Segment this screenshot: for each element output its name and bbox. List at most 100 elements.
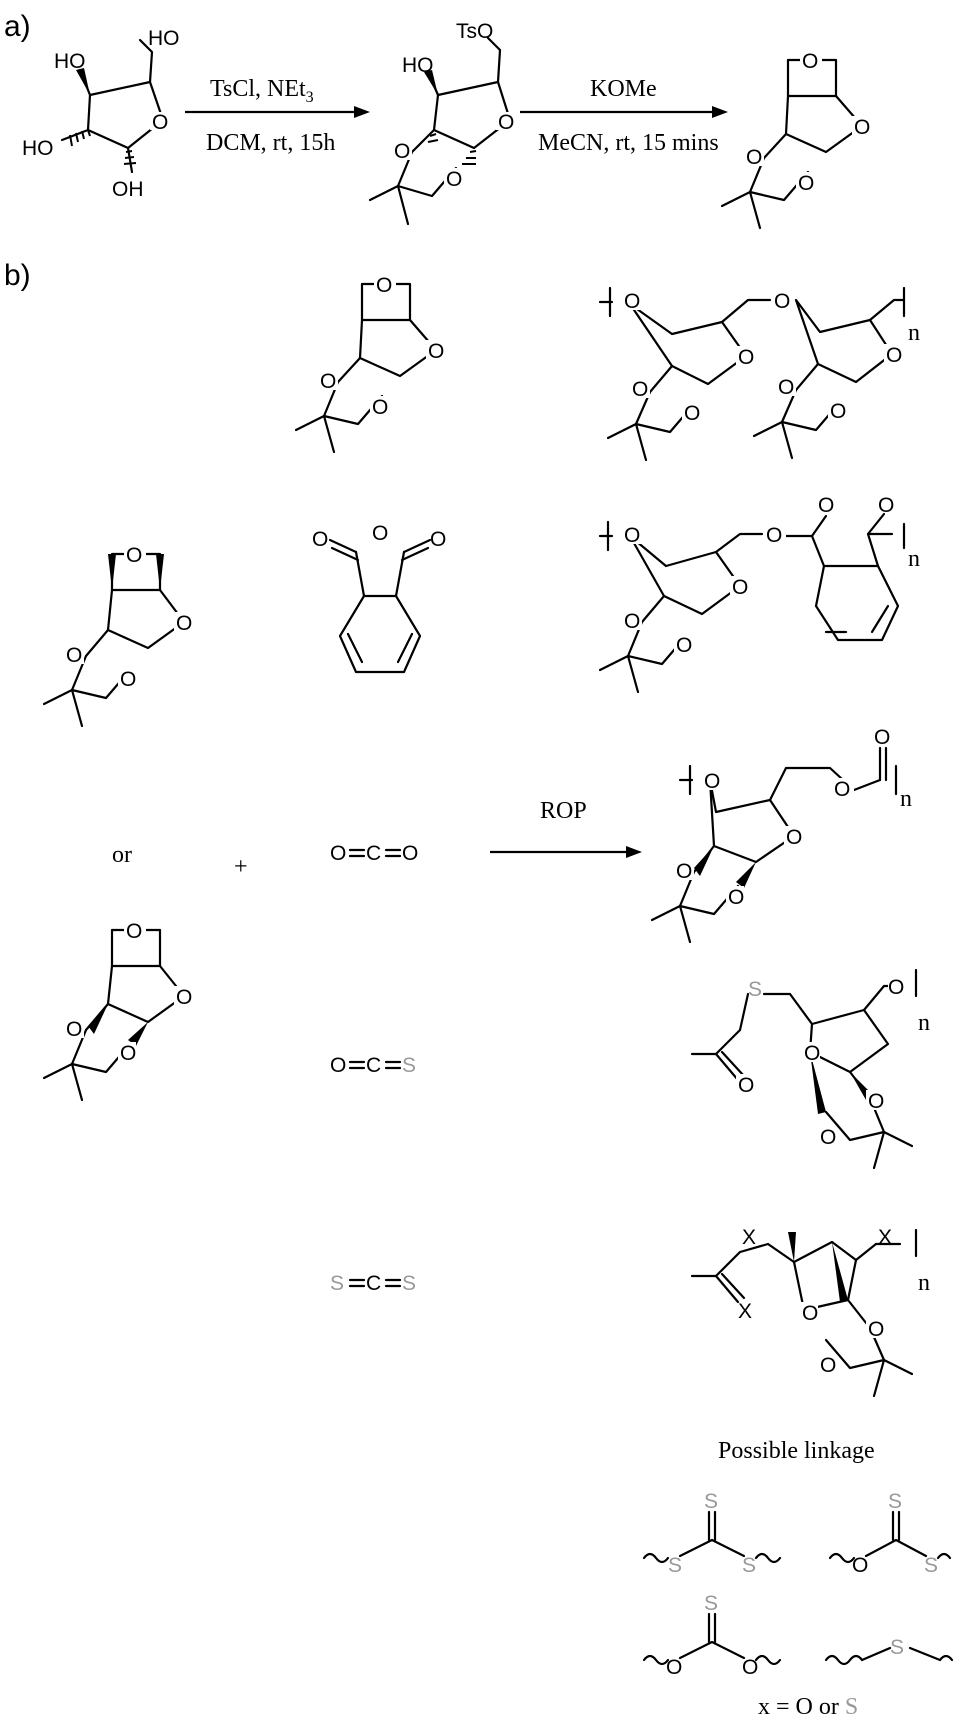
atom-o: O <box>126 544 142 567</box>
monomer-oxetane-top: O O O O <box>294 274 444 454</box>
atom-o: O <box>376 274 392 297</box>
atom-o: O <box>666 1656 682 1679</box>
atom-o: O <box>728 886 744 909</box>
atom-c: C <box>366 1054 381 1077</box>
atom-x: X <box>742 1226 756 1249</box>
repeat-n: n <box>900 786 912 812</box>
atom-s: S <box>704 1592 718 1615</box>
atom-o: O <box>624 290 640 313</box>
atom-o: O <box>126 920 142 943</box>
atom-o: O <box>676 634 692 657</box>
atom-c: C <box>366 842 381 865</box>
atom-o: O <box>430 528 446 551</box>
monomer-oxetane-left-2: O O O O <box>42 920 192 1102</box>
atom-o: O <box>312 528 328 551</box>
atom-o: O <box>372 396 388 419</box>
atom-o: O <box>394 140 410 163</box>
atom-o: O <box>498 111 514 134</box>
atom-s: S <box>748 978 762 1001</box>
atom-o: O <box>802 1302 818 1325</box>
linkage-thioether: S <box>824 1636 954 1666</box>
plus-sign: + <box>234 854 248 880</box>
atom-o: O <box>402 842 418 865</box>
carbon-disulfide: S C S <box>330 1272 416 1295</box>
atom-o: O <box>888 976 904 999</box>
atom-o: O <box>732 576 748 599</box>
linkage-trithiocarbonate: S S S <box>642 1490 782 1577</box>
oxetane-product-structure: O O O O <box>720 50 870 230</box>
polycarbonate-product: O O O O O O n <box>650 726 912 944</box>
linkage-xanthate: O S S <box>828 1490 952 1577</box>
carbonyl-sulfide: O C S <box>330 1054 416 1077</box>
atom-o: O <box>802 50 818 73</box>
atom-ho: HO <box>54 50 86 73</box>
atom-o: O <box>820 1354 836 1377</box>
atom-o: O <box>746 146 762 169</box>
tosylate-structure: O TsO HO O O <box>368 20 514 226</box>
atom-o: O <box>704 770 720 793</box>
atom-o: O <box>684 402 700 425</box>
atom-o: O <box>176 612 192 635</box>
atom-s: S <box>888 1490 902 1513</box>
atom-o: O <box>742 1656 758 1679</box>
atom-o: O <box>738 346 754 369</box>
atom-o: O <box>176 986 192 1009</box>
atom-s: S <box>742 1554 756 1577</box>
atom-o: O <box>798 172 814 195</box>
atom-o: O <box>632 378 648 401</box>
atom-o: O <box>624 524 640 547</box>
atom-o: O <box>878 494 894 517</box>
atom-o: O <box>446 168 462 191</box>
atom-s: S <box>704 1490 718 1513</box>
atom-o: O <box>676 860 692 883</box>
atom-s: S <box>668 1554 682 1577</box>
atom-x: X <box>878 1226 892 1249</box>
atom-ho: HO <box>148 27 180 50</box>
atom-oh: OH <box>112 178 144 201</box>
generic-x-product: X X X O O O n <box>690 1226 930 1398</box>
atom-ho: HO <box>22 137 54 160</box>
atom-o: O <box>818 494 834 517</box>
atom-o: O <box>854 116 870 139</box>
polyether-product: O O O O O O O O n <box>598 286 920 462</box>
atom-o: O <box>66 1018 82 1041</box>
atom-o: O <box>834 778 850 801</box>
atom-ho: HO <box>402 54 434 77</box>
xylofuranose-structure: O HO HO HO OH <box>22 27 180 201</box>
reaction-arrow-1: TsCl, NEt3 DCM, rt, 15h <box>185 76 370 156</box>
x-definition: x = O or S <box>758 1694 858 1720</box>
panel-a-label: a) <box>4 10 31 43</box>
rop-arrow: ROP <box>490 798 642 858</box>
polyester-product: O O O O O O O n <box>598 494 920 694</box>
atom-o: O <box>786 826 802 849</box>
monomer-oxetane-left: O O O O <box>42 544 192 728</box>
atom-o: O <box>868 1318 884 1341</box>
atom-o: O <box>738 1074 754 1097</box>
atom-o: O <box>330 842 346 865</box>
repeat-n: n <box>908 320 920 346</box>
or-label: or <box>112 842 132 868</box>
arrow-2-reagent: KOMe <box>590 76 657 102</box>
atom-tso: TsO <box>456 20 493 43</box>
atom-o: O <box>886 344 902 367</box>
atom-o: O <box>152 111 168 134</box>
arrow-1-reagent: TsCl, NEt3 <box>210 76 314 106</box>
repeat-n: n <box>918 1270 930 1296</box>
atom-o: O <box>774 290 790 313</box>
atom-o: O <box>320 370 336 393</box>
atom-o: O <box>830 400 846 423</box>
atom-c: C <box>366 1272 381 1295</box>
arrow-2-conditions: MeCN, rt, 15 mins <box>538 130 719 156</box>
atom-s: S <box>890 1636 904 1659</box>
phthalic-anhydride: O O O <box>312 522 446 674</box>
possible-linkage-label: Possible linkage <box>718 1438 875 1464</box>
atom-o: O <box>820 1126 836 1149</box>
atom-o: O <box>120 1042 136 1065</box>
atom-x: X <box>738 1300 752 1323</box>
atom-o: O <box>624 610 640 633</box>
atom-o: O <box>874 726 890 749</box>
atom-o: O <box>868 1090 884 1113</box>
atom-o: O <box>120 668 136 691</box>
panel-b-label: b) <box>4 259 31 292</box>
